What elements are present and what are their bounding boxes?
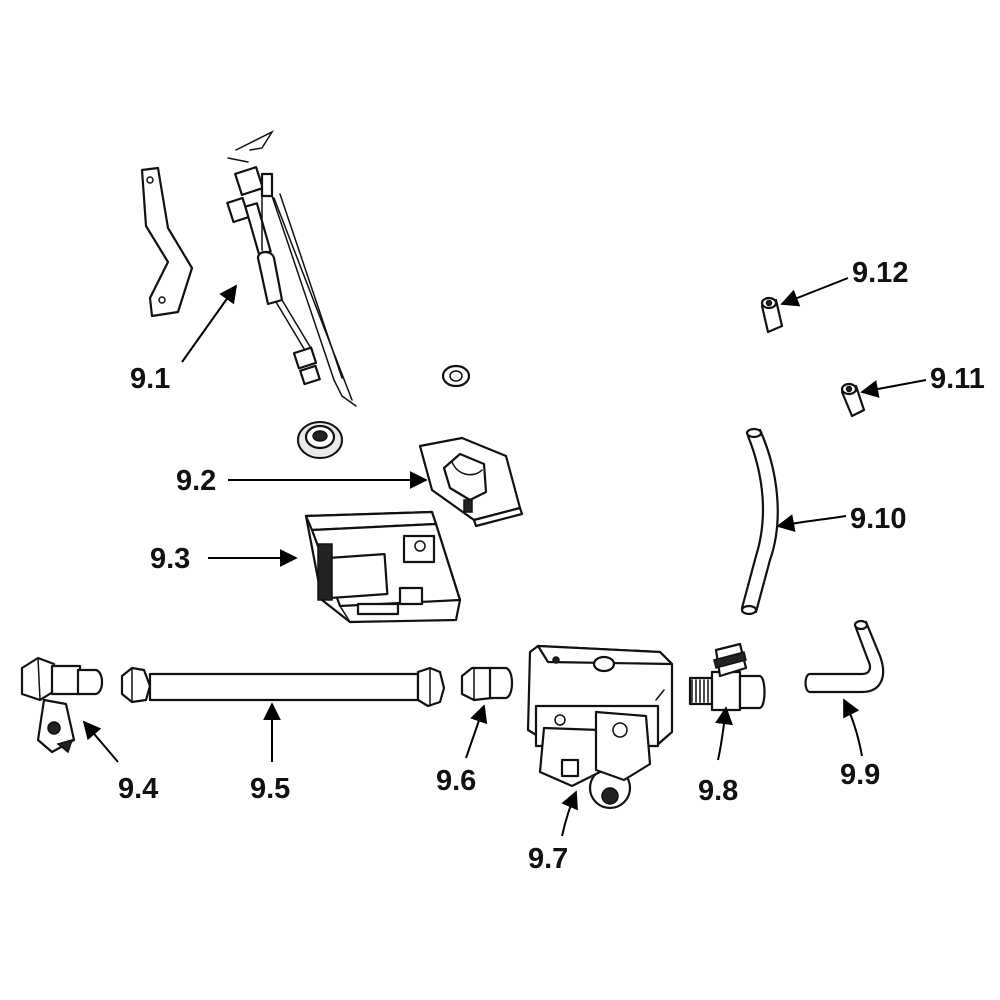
part-9-4-elbow-valve — [20, 656, 104, 754]
part-9-9-elbow-tube — [804, 619, 885, 694]
part-9-11-fitting — [840, 382, 866, 418]
leader-9-8 — [715, 706, 733, 761]
label-9-12: 9.12 — [852, 257, 908, 289]
part-9-2-bracket — [418, 436, 524, 528]
label-9-11: 9.11 — [930, 363, 985, 395]
part-9-6-adapter — [460, 666, 514, 702]
label-9-1: 9.1 — [130, 363, 170, 395]
label-9-7: 9.7 — [528, 843, 568, 875]
callout-labels: 9.1 9.2 9.3 9.4 9.5 9.6 9.7 9.8 9.9 9.10… — [118, 257, 985, 875]
leader-9-9 — [843, 698, 863, 757]
label-9-8: 9.8 — [698, 775, 738, 807]
leader-9-10 — [776, 514, 847, 532]
part-9-5-flex-line — [120, 666, 446, 708]
part-9-3-control-module — [304, 510, 462, 624]
part-9-8-tee-fitting — [688, 642, 766, 712]
label-9-9: 9.9 — [840, 759, 880, 791]
leader-9-1 — [181, 284, 238, 363]
leader-9-6 — [465, 704, 488, 759]
label-9-6: 9.6 — [436, 765, 476, 797]
leader-9-12 — [780, 277, 849, 307]
label-9-3: 9.3 — [150, 543, 190, 575]
part-9-10-curved-tube — [740, 427, 779, 616]
washer — [441, 364, 471, 388]
label-9-2: 9.2 — [176, 465, 216, 497]
leader-lines — [82, 277, 927, 837]
label-9-10: 9.10 — [850, 503, 906, 535]
label-9-4: 9.4 — [118, 773, 158, 805]
grommet — [297, 421, 343, 459]
part-9-1-bracket — [140, 166, 194, 318]
leader-9-4 — [82, 720, 119, 763]
part-9-7-gas-valve — [526, 644, 674, 810]
part-9-12-fitting — [760, 296, 784, 334]
part-9-1-electrode-assembly — [226, 130, 357, 407]
leader-9-7 — [561, 790, 578, 837]
leader-9-11 — [860, 379, 927, 398]
label-9-5: 9.5 — [250, 773, 290, 805]
